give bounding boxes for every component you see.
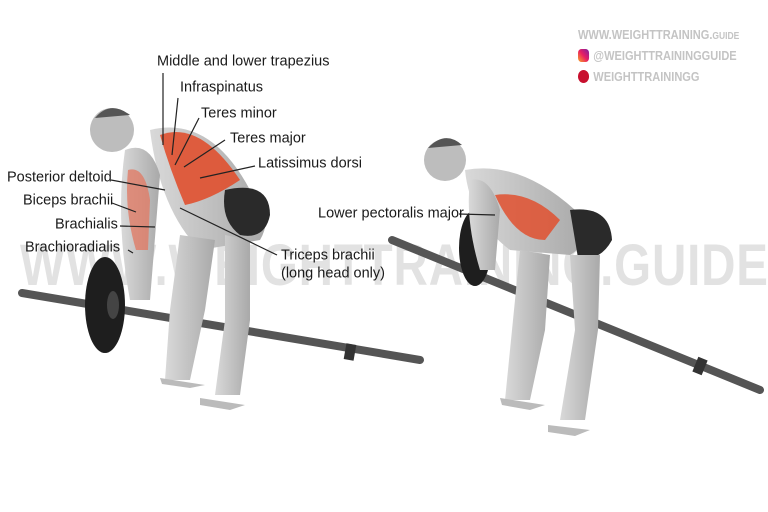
back-muscles-highlight	[160, 132, 240, 205]
label-infraspinatus: Infraspinatus	[180, 79, 264, 96]
left-barbell-bar	[18, 289, 424, 364]
instagram-text: @WEIGHTTRAININGGUIDE	[593, 48, 737, 63]
instagram-icon	[578, 49, 590, 62]
label-triceps-line2: (long head only)	[281, 265, 385, 282]
pinterest-icon	[578, 70, 590, 83]
left-figure	[18, 108, 424, 410]
label-triceps-line1: Triceps brachii	[281, 247, 375, 264]
label-posterior-deltoid: Posterior deltoid	[7, 169, 112, 186]
label-brachioradialis: Brachioradialis	[25, 239, 121, 256]
instagram-handle: @WEIGHTTRAININGGUIDE	[578, 48, 737, 63]
website-text: WWW.WEIGHTTRAINING.GUIDE	[578, 27, 739, 42]
right-head	[424, 139, 466, 181]
pectoralis-highlight	[495, 194, 560, 240]
pinterest-text: WEIGHTTRAININGG	[593, 69, 700, 84]
label-teres-minor: Teres minor	[201, 105, 277, 122]
right-figure	[388, 138, 764, 436]
label-teres-major: Teres major	[230, 130, 306, 147]
label-latissimus-dorsi: Latissimus dorsi	[258, 155, 362, 172]
website-main: WWW.WEIGHTTRAINING.	[578, 27, 713, 42]
left-head	[90, 108, 134, 152]
label-biceps-brachii: Biceps brachii	[23, 192, 114, 209]
left-weight-plate	[85, 257, 125, 353]
pinterest-handle: WEIGHTTRAININGG	[578, 69, 699, 84]
leader-lines	[110, 73, 496, 256]
label-lower-pectoralis-major: Lower pectoralis major	[318, 205, 464, 222]
website-suffix: GUIDE	[712, 31, 740, 42]
label-brachialis: Brachialis	[55, 216, 118, 233]
label-trapezius: Middle and lower trapezius	[157, 53, 330, 70]
